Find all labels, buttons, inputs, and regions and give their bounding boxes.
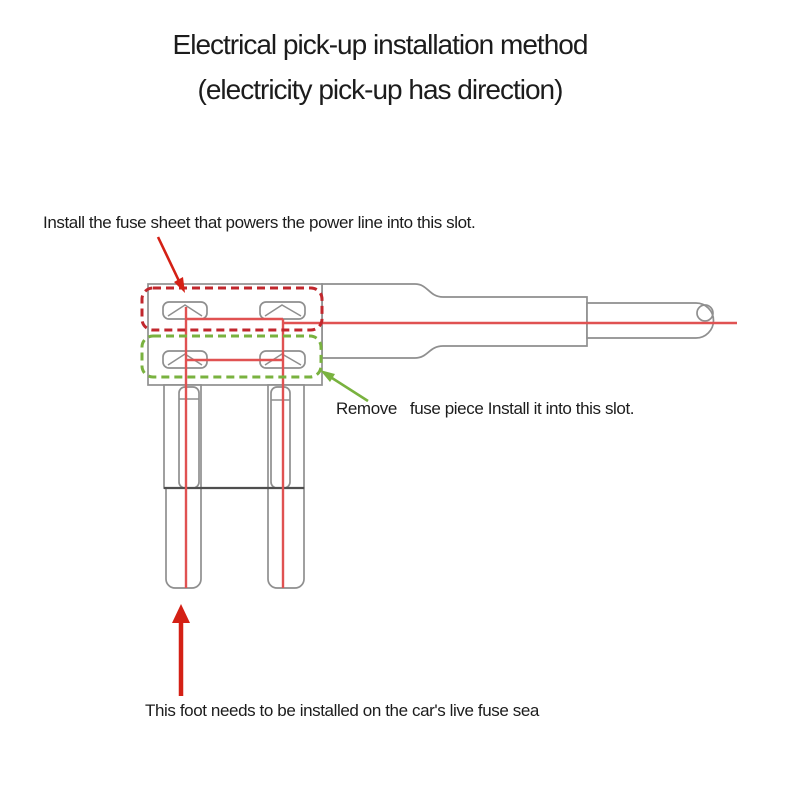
wire-sleeve bbox=[321, 283, 588, 359]
lower-slot-arrow bbox=[320, 370, 369, 403]
title-line-2: (electricity pick-up has direction) bbox=[197, 74, 564, 105]
page-title: Electrical pick-up installation method (… bbox=[0, 22, 760, 112]
annotation-upper-slot: Install the fuse sheet that powers the p… bbox=[43, 213, 476, 232]
title-line-1: Electrical pick-up installation method bbox=[172, 29, 589, 60]
annotation-lower-slot: Remove fuse piece Install it into this s… bbox=[336, 399, 635, 418]
lower-slot-highlight-box bbox=[140, 334, 323, 379]
contact-top-right bbox=[264, 304, 302, 317]
right-blade bbox=[270, 386, 291, 489]
wire-tube bbox=[586, 302, 715, 339]
right-foot bbox=[267, 487, 305, 589]
contact-top-left bbox=[167, 304, 203, 317]
wire-tip-loop bbox=[696, 304, 714, 322]
upper-slot-highlight-box bbox=[140, 286, 324, 332]
annotation-foot: This foot needs to be installed on the c… bbox=[145, 701, 539, 720]
upper-slot-arrow bbox=[156, 236, 185, 293]
left-blade bbox=[178, 386, 200, 489]
foot-arrow bbox=[172, 604, 190, 696]
left-foot bbox=[165, 487, 202, 589]
